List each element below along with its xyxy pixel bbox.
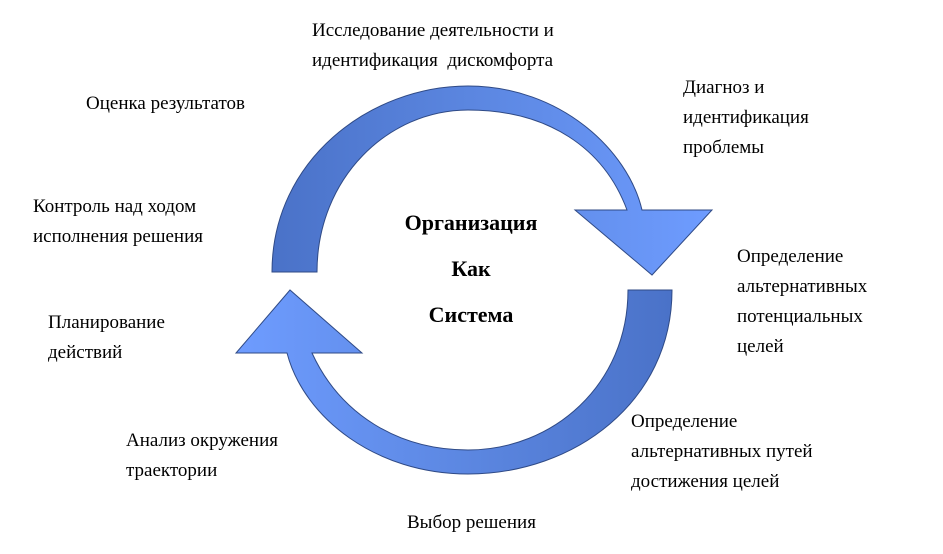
step-planning-label: Планирование действий [48,312,165,363]
cycle-arrow-bottom [234,289,673,475]
step-control-label: Контроль над ходом исполнения решения [33,196,203,247]
center-line-2: Как [451,256,491,281]
center-line-3: Система [428,302,514,327]
step-alt-paths-label: Определение альтернативных путей достиже… [631,411,813,492]
step-research-label: Исследование деятельности и идентификаци… [312,20,554,71]
step-environment-label: Анализ окружения траектории [126,430,279,481]
step-diagnosis-label: Диагноз и идентификация проблемы [683,77,809,158]
center-title: Организация Как Система [371,203,571,335]
cycle-arrow-top [271,85,714,276]
center-line-1: Организация [404,210,538,235]
step-choice-label: Выбор решения [407,512,536,533]
step-evaluation-label: Оценка результатов [86,93,245,114]
step-alt-goals-label: Определение альтернативных потенциальных… [737,246,868,357]
